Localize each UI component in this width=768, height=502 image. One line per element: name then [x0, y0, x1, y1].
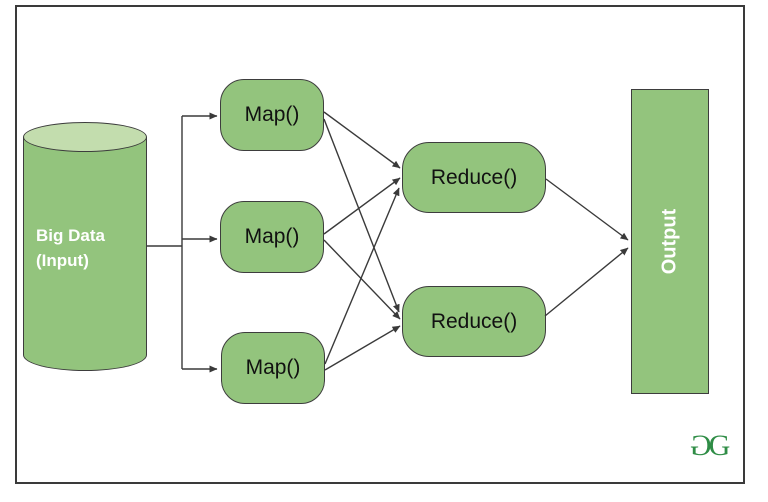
output-node-label: Output: [658, 208, 681, 275]
big-data-input-label: Big Data (Input): [36, 224, 105, 273]
cylinder-top-ellipse: [23, 122, 147, 152]
map-node-3: Map(): [221, 332, 325, 404]
reduce-node-1: Reduce(): [402, 142, 546, 213]
map-node-3-label: Map(): [245, 356, 301, 379]
map-node-1: Map(): [220, 79, 324, 151]
logo-g: G: [708, 429, 731, 462]
reduce-node-2-label: Reduce(): [430, 309, 518, 333]
geeksforgeeks-logo: GG: [690, 429, 731, 462]
map-node-1-label: Map(): [244, 103, 300, 126]
reduce-node-1-label: Reduce(): [430, 165, 518, 189]
reduce-node-2: Reduce(): [402, 286, 546, 357]
cylinder-body-shape: [23, 137, 147, 371]
output-node: Output: [631, 89, 709, 394]
big-data-input-label-line2: (Input): [36, 250, 89, 270]
map-node-2-label: Map(): [244, 225, 300, 248]
logo-g-mirrored: G: [690, 429, 712, 462]
big-data-input-label-line1: Big Data: [36, 226, 105, 245]
map-node-2: Map(): [220, 201, 324, 273]
